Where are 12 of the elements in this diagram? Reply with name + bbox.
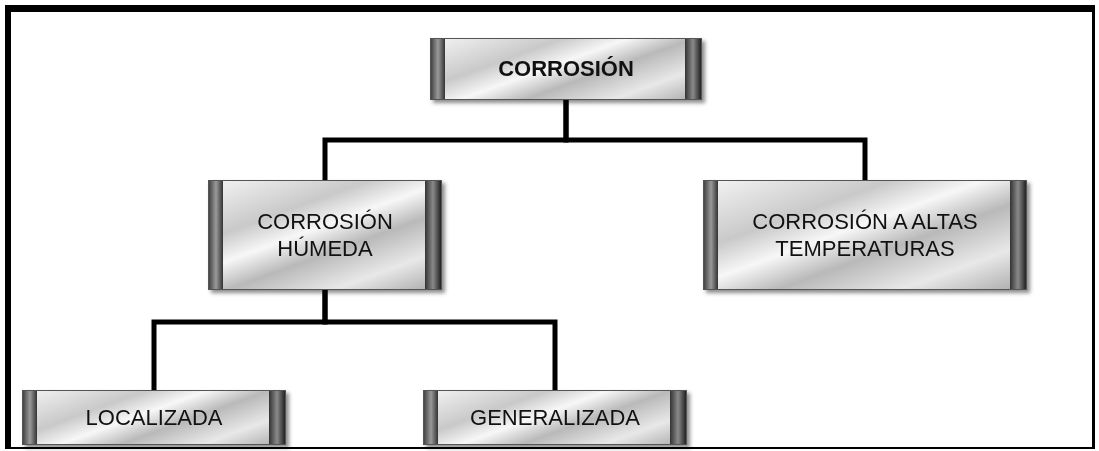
metallic-box bbox=[208, 180, 442, 290]
metallic-box bbox=[430, 38, 702, 100]
connector-line bbox=[563, 100, 868, 180]
metallic-box bbox=[423, 390, 687, 445]
metallic-box bbox=[22, 390, 286, 445]
node-label: LOCALIZADA bbox=[84, 403, 224, 432]
node-label: GENERALIZADA bbox=[469, 403, 641, 432]
node-label: CORROSIÓN bbox=[497, 55, 635, 83]
connector-line bbox=[322, 290, 558, 390]
node-label: CORROSIÓN HÚMEDA bbox=[256, 207, 394, 263]
node-label: CORROSIÓN A ALTAS TEMPERATURAS bbox=[751, 207, 979, 263]
metallic-box bbox=[703, 180, 1027, 290]
